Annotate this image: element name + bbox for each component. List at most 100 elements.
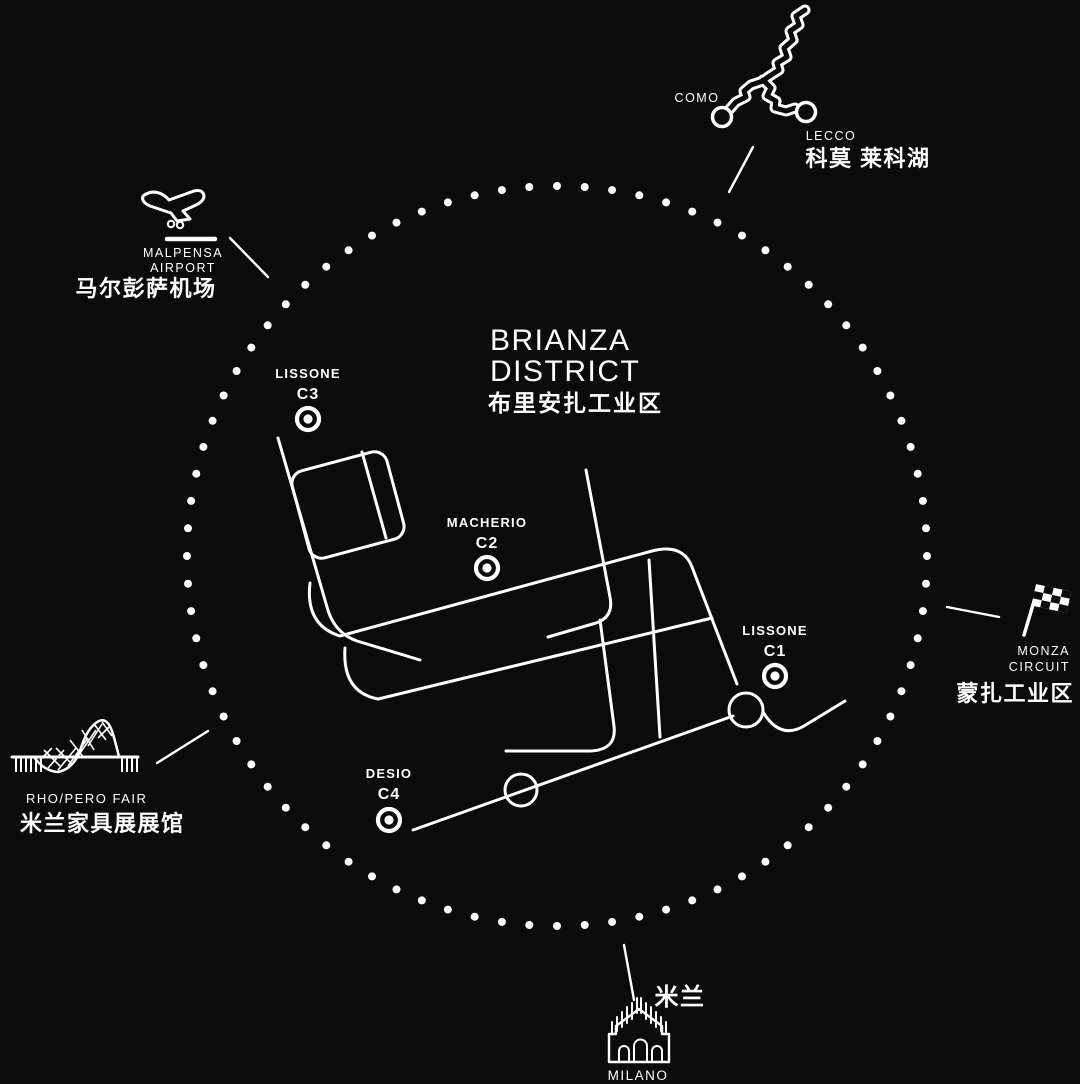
marker-code: C2 (476, 535, 498, 552)
connector-monza (945, 605, 1001, 619)
border-dot (183, 552, 191, 560)
road-network (276, 436, 847, 832)
connector-milano (622, 943, 636, 1002)
como-label: COMO (675, 91, 720, 105)
border-dot (208, 416, 217, 425)
monza-line2: CIRCUIT (1009, 660, 1070, 674)
road-cross-street-1 (546, 468, 613, 639)
flag-cloth (1031, 584, 1072, 614)
border-dot (713, 885, 722, 894)
border-dot (913, 469, 922, 478)
border-dot (497, 186, 506, 195)
border-dot (281, 803, 290, 812)
duomo-spires (611, 997, 667, 1035)
fair-pavilion-icon (10, 719, 140, 774)
flag-check (1043, 585, 1054, 595)
milano-label: MILANO (608, 1068, 669, 1083)
fair-columns-right (121, 757, 138, 772)
district-title: BRIANZA DISTRICT 布里安扎工业区 (488, 324, 663, 416)
border-dot (322, 841, 331, 850)
milano-zh: 米兰 (655, 983, 706, 1011)
marker-dot (482, 563, 492, 573)
monza-line1: MONZA (1017, 644, 1070, 658)
border-dot (873, 367, 882, 375)
border-dot (842, 782, 851, 791)
fair-canopy-mesh (39, 721, 113, 771)
marker-macherio-c2[interactable]: MACHERIO C2 (447, 515, 527, 582)
landmark-malpensa: MALPENSA AIRPORT 马尔彭萨机场 (75, 189, 223, 301)
marker-town: MACHERIO (447, 515, 527, 530)
marker-dot (770, 671, 780, 681)
border-dot (232, 737, 241, 745)
road-diagonal (411, 714, 735, 832)
border-dot (208, 687, 217, 696)
border-dot (804, 280, 813, 289)
border-dot (247, 343, 256, 352)
border-dot (470, 191, 479, 200)
como-endpoint-circle (710, 105, 734, 129)
marker-desio-c4[interactable]: DESIO C4 (366, 766, 412, 834)
marker-code: C4 (378, 786, 400, 803)
marker-town: LISSONE (275, 366, 340, 381)
border-dot (247, 760, 256, 769)
border-dot (824, 803, 833, 812)
border-dot (886, 391, 895, 400)
airplane-wheel-1 (166, 219, 176, 229)
border-dot (922, 579, 930, 588)
malpensa-line1: MALPENSA (143, 246, 223, 260)
border-dot (918, 607, 927, 616)
border-dot (443, 198, 452, 207)
marker-lissone-c3[interactable]: LISSONE C3 (275, 366, 340, 433)
border-dot (392, 885, 401, 894)
dotted-circle-border (183, 182, 931, 930)
border-dot (497, 917, 506, 926)
border-dot (553, 182, 561, 190)
flag-check (1060, 589, 1072, 599)
border-dot (635, 912, 644, 921)
title-zh: 布里安扎工业区 (488, 390, 663, 416)
border-dot (913, 634, 922, 643)
border-dot (662, 905, 671, 914)
border-dot (525, 921, 534, 929)
landmark-milano: 米兰 MILANO (608, 983, 706, 1083)
rho-pero-label: RHO/PERO FAIR (26, 791, 147, 806)
border-dot (897, 687, 906, 696)
flag-check (1032, 591, 1044, 601)
landmark-monza: MONZA CIRCUIT 蒙扎工业区 (956, 584, 1073, 706)
road-left-edge (276, 436, 422, 662)
border-dot (858, 343, 867, 352)
border-dot (635, 191, 644, 200)
border-dot (553, 922, 561, 930)
marker-lissone-c1[interactable]: LISSONE C1 (742, 623, 807, 690)
road-avenue-lower (343, 616, 714, 701)
road-avenue-upper (307, 547, 739, 686)
airplane-wheel-2 (175, 220, 185, 230)
border-dot (858, 760, 867, 769)
border-dot (525, 183, 534, 191)
marker-code: C3 (297, 386, 319, 403)
border-dot (187, 496, 196, 505)
lake-branch-west-inner (726, 7, 808, 113)
connector-como (727, 145, 755, 194)
border-dot (761, 246, 770, 255)
connector-malpensa (228, 236, 270, 279)
border-dot (662, 198, 671, 207)
marker-ring (761, 662, 789, 690)
road-block (290, 450, 406, 560)
marker-town: LISSONE (742, 623, 807, 638)
border-dot (344, 857, 353, 866)
border-dot (199, 661, 208, 670)
title-line1: BRIANZA (490, 324, 631, 357)
marker-ring (375, 806, 403, 834)
border-dot (608, 917, 617, 926)
road-wave (761, 699, 847, 733)
lake-branch-east-inner (760, 77, 804, 114)
flag-check (1057, 603, 1069, 614)
rho-pero-zh: 米兰家具展展馆 (20, 811, 185, 836)
title-line2: DISTRICT (490, 355, 640, 388)
duomo-arches (618, 1038, 663, 1062)
border-dot (783, 262, 792, 271)
border-dot (608, 186, 617, 195)
border-dot (470, 912, 479, 921)
border-dot (922, 524, 930, 533)
